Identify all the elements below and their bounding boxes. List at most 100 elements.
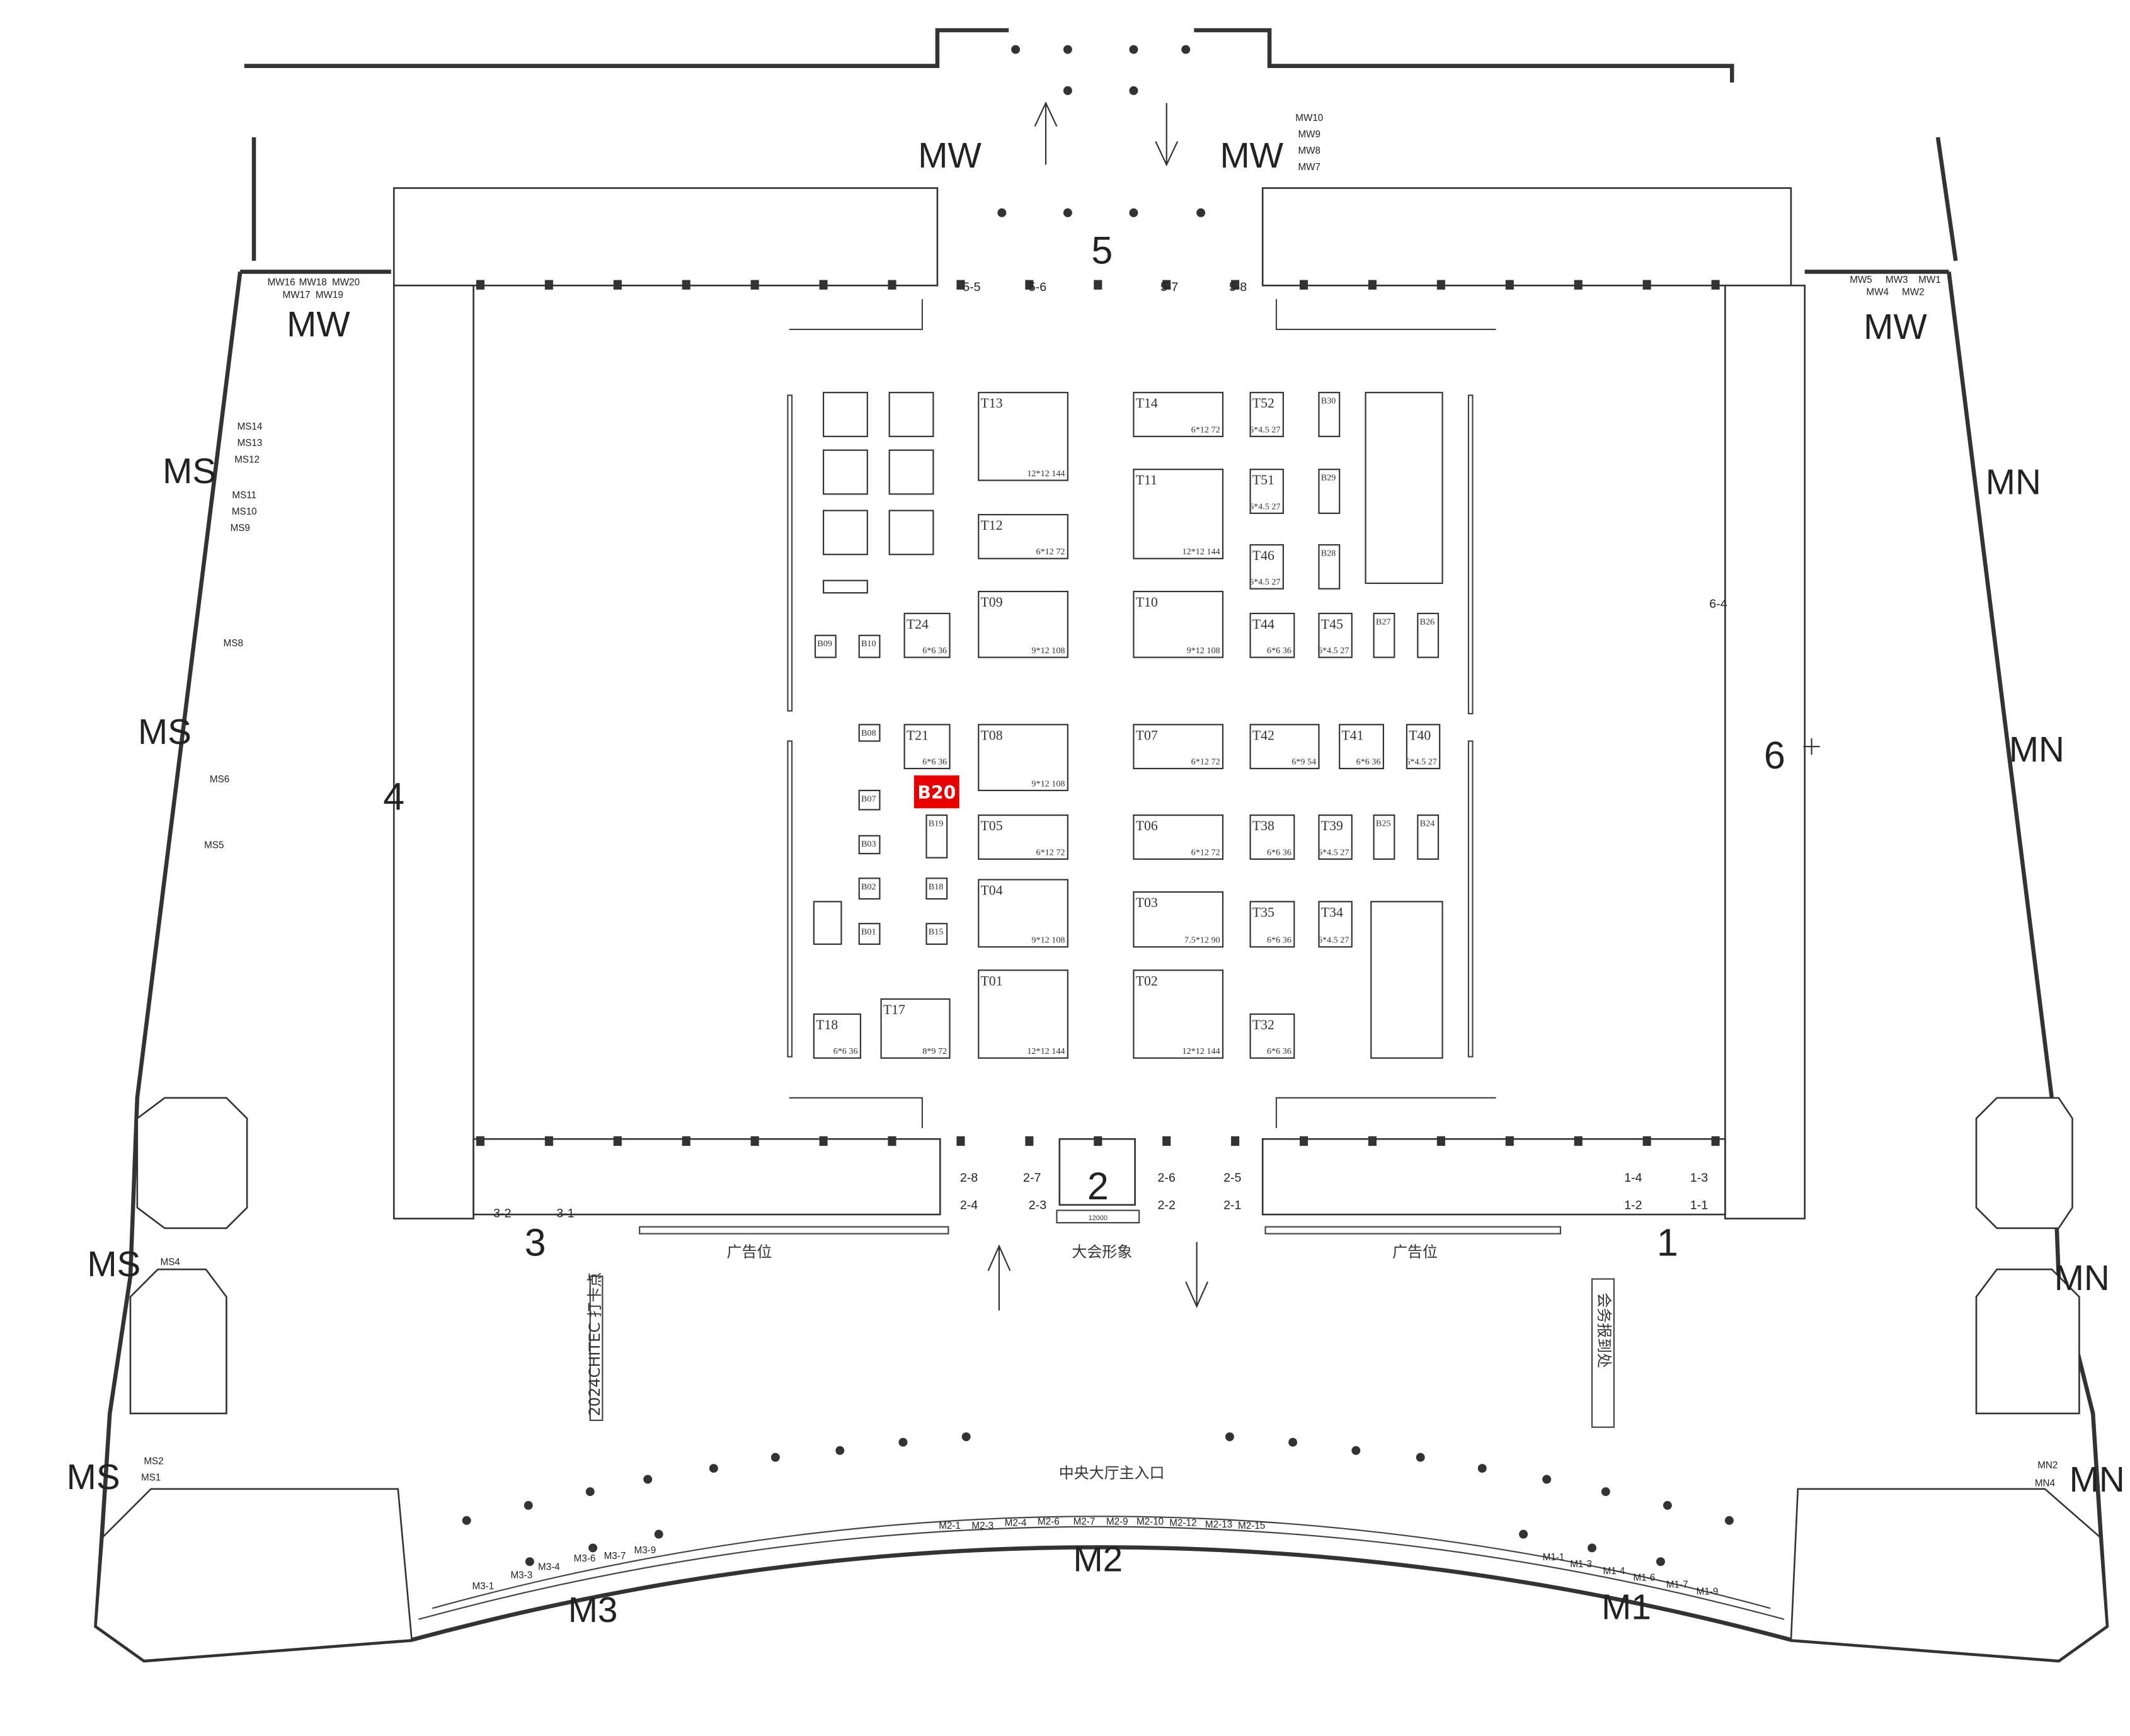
booth-b30[interactable]: B30 <box>1318 392 1341 437</box>
booth-b27[interactable]: B27 <box>1373 612 1395 658</box>
booth-outline[interactable] <box>903 724 951 770</box>
booth-outline[interactable] <box>925 877 948 900</box>
booth-outline[interactable] <box>1249 544 1284 590</box>
booth-outline[interactable] <box>858 923 881 945</box>
booth-outline[interactable] <box>1417 814 1440 860</box>
booth-b07[interactable]: B07 <box>858 789 881 811</box>
booth-outline[interactable] <box>978 513 1068 559</box>
booth-outline[interactable] <box>1318 612 1353 658</box>
booth-outline[interactable] <box>1318 392 1341 437</box>
booth-outline[interactable] <box>1249 469 1284 514</box>
booth-outline[interactable] <box>858 835 881 855</box>
booth-outline[interactable] <box>858 877 881 900</box>
unlabeled-stand[interactable] <box>888 510 934 556</box>
booth-outline[interactable] <box>978 392 1068 481</box>
unlabeled-stand[interactable] <box>822 392 868 437</box>
booth-outline[interactable] <box>1133 590 1224 658</box>
booth-b15[interactable]: B15 <box>925 923 948 945</box>
booth-outline[interactable] <box>1133 969 1224 1059</box>
booth-b09[interactable]: B09 <box>814 634 837 658</box>
booth-outline[interactable] <box>858 789 881 811</box>
unlabeled-stand[interactable] <box>822 510 868 556</box>
booth-outline[interactable] <box>1318 814 1353 860</box>
booth-b29[interactable]: B29 <box>1318 469 1341 514</box>
unlabeled-stand[interactable] <box>813 901 842 945</box>
booth-outline[interactable] <box>813 1013 861 1059</box>
booth-b03[interactable]: B03 <box>858 835 881 855</box>
booth-outline[interactable] <box>1249 1013 1295 1059</box>
booth-outline[interactable] <box>1249 814 1295 860</box>
booth-b08[interactable]: B08 <box>858 724 881 742</box>
booth-outline[interactable] <box>978 590 1068 658</box>
booth-outline[interactable] <box>1133 392 1224 437</box>
booth-outline[interactable] <box>1249 901 1295 948</box>
booth-outline[interactable] <box>858 634 881 658</box>
booth-outline[interactable] <box>858 724 881 742</box>
unlabeled-stand[interactable] <box>1370 901 1443 1059</box>
booth-outline[interactable] <box>903 612 951 658</box>
booth-outline[interactable] <box>925 814 948 859</box>
unlabeled-stand[interactable] <box>1365 392 1443 585</box>
booth-outline[interactable] <box>978 814 1068 860</box>
booth-b24[interactable]: B24 <box>1417 814 1440 860</box>
unlabeled-stand[interactable] <box>822 449 868 495</box>
booth-outline[interactable] <box>925 923 948 945</box>
booth-outline[interactable] <box>1133 469 1224 559</box>
booth-b01[interactable]: B01 <box>858 923 881 945</box>
booth-b28[interactable]: B28 <box>1318 544 1341 590</box>
highlight-marker[interactable] <box>913 775 959 809</box>
booth-outline[interactable] <box>814 634 837 658</box>
booth-outline[interactable] <box>1406 724 1441 770</box>
booth-b10[interactable]: B10 <box>858 634 881 658</box>
highlighted-booth-b20[interactable]: B20 <box>913 775 959 809</box>
booth-outline[interactable] <box>1318 901 1353 948</box>
booth-outline[interactable] <box>880 998 951 1059</box>
booth-outline[interactable] <box>978 969 1068 1059</box>
booth-b25[interactable]: B25 <box>1373 814 1395 860</box>
booth-b18[interactable]: B18 <box>925 877 948 900</box>
booth-outline[interactable] <box>1318 544 1341 590</box>
booth-b26[interactable]: B26 <box>1417 612 1440 658</box>
booth-outline[interactable] <box>1133 891 1224 948</box>
unlabeled-stand[interactable] <box>822 580 868 594</box>
booth-b02[interactable]: B02 <box>858 877 881 900</box>
booth-outline[interactable] <box>1373 814 1395 860</box>
booth-b19[interactable]: B19 <box>925 814 948 859</box>
booth-outline[interactable] <box>1133 724 1224 770</box>
booth-outline[interactable] <box>978 724 1068 792</box>
booth-outline[interactable] <box>1339 724 1384 770</box>
booth-outline[interactable] <box>1373 612 1395 658</box>
booth-outline[interactable] <box>1133 814 1224 860</box>
booth-outline[interactable] <box>978 879 1068 948</box>
